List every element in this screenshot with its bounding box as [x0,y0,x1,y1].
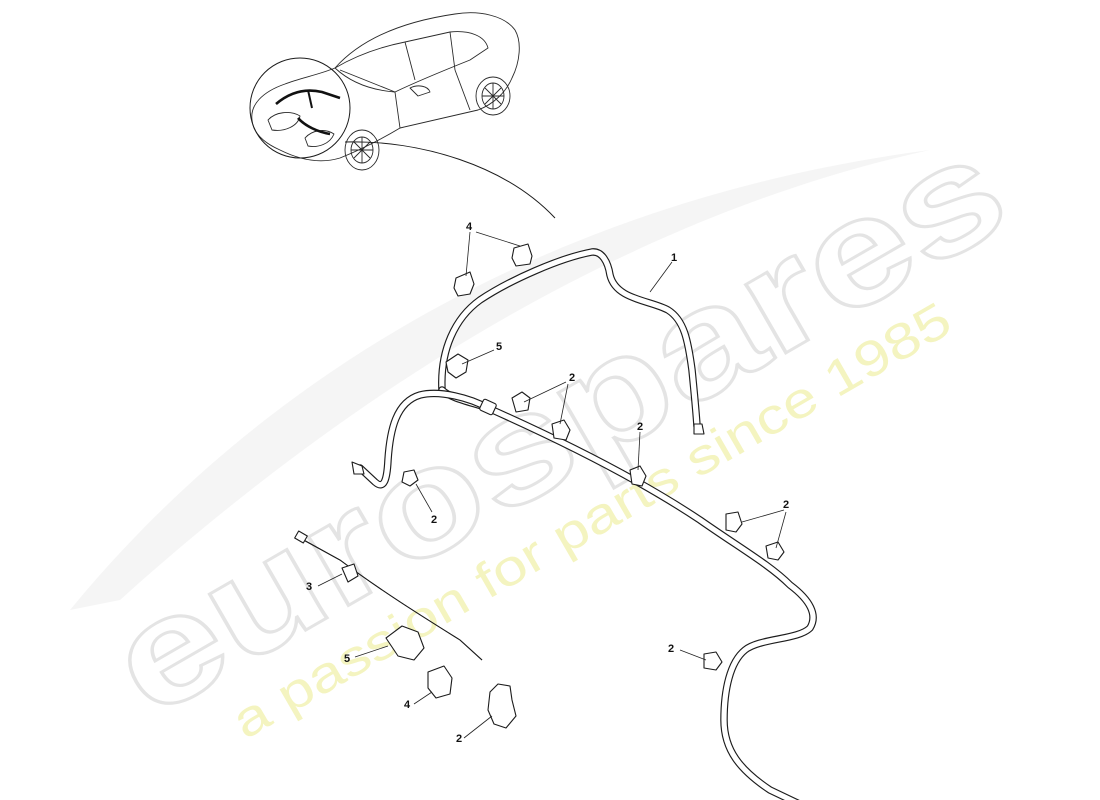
detail-leader-curve [344,141,556,219]
callout-2-bottom: 2 [456,733,462,745]
leader-lines [317,231,787,739]
car-illustration [249,12,520,171]
callout-4-top: 4 [466,221,473,233]
washer-hose-assembly [351,248,817,800]
watermark-swoosh [70,150,930,610]
callout-3: 3 [306,581,312,593]
callout-2-top: 2 [569,372,575,384]
callout-2-right: 2 [783,499,789,511]
callout-4-bottom: 4 [404,699,411,711]
callout-5-top: 5 [496,341,502,353]
callout-5-bottom: 5 [344,653,350,665]
callout-1: 1 [671,252,677,264]
small-parts [294,243,785,729]
callout-2-lower-right: 2 [668,643,674,655]
callout-2-left: 2 [431,514,437,526]
callouts: 1 2 2 2 2 2 2 3 4 4 5 5 [306,221,789,745]
watermark: eurospares a passion for parts since 198… [70,101,1034,750]
callout-2-middle: 2 [637,421,643,433]
